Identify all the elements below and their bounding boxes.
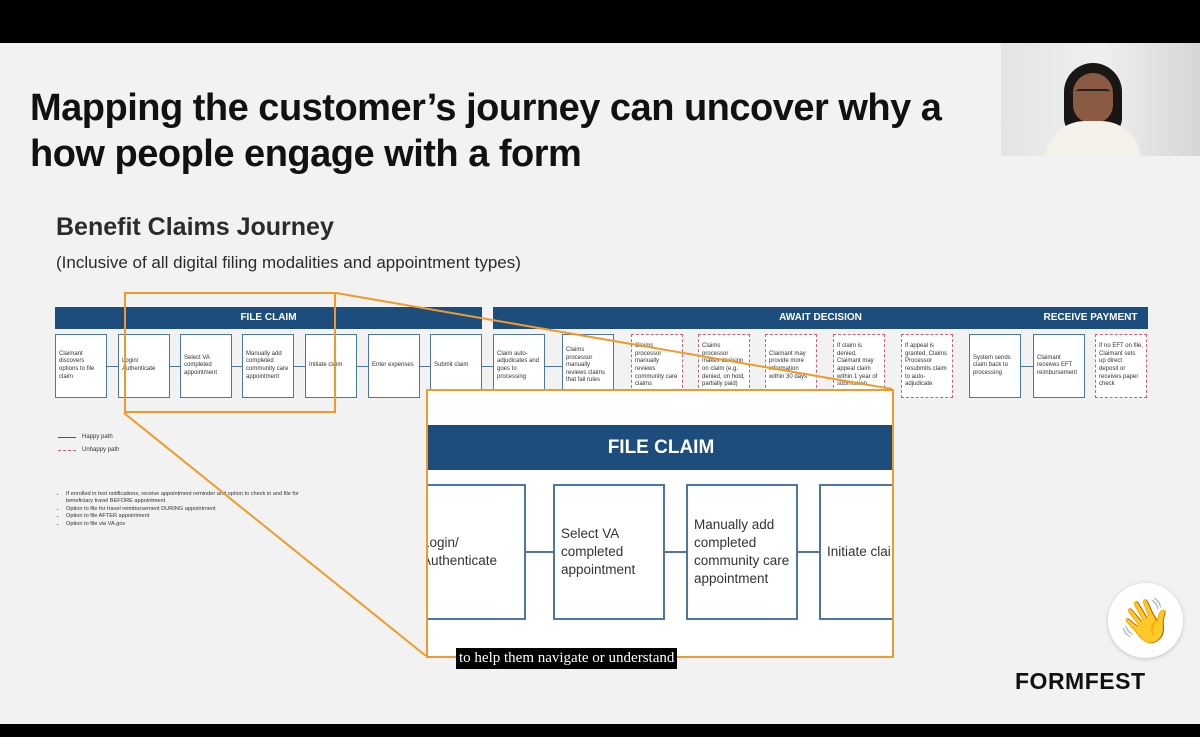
zoom-source-highlight [124, 292, 336, 413]
connector [420, 366, 430, 367]
connector [232, 366, 242, 367]
note-item: Option to file via VA.gov [66, 521, 306, 528]
unhappy-path-line [58, 449, 76, 451]
headline-line-1: Mapping the customer’s journey can uncov… [30, 87, 942, 129]
step-manual-add: Manually add completed community care ap… [242, 334, 294, 398]
step-select-va: Select VA completed appointment [180, 334, 232, 398]
happy-path-line [58, 436, 76, 438]
step-eft: Claimant receives EFT reimbursement [1033, 334, 1085, 398]
journey-subtitle: (Inclusive of all digital filing modalit… [56, 253, 521, 272]
phase-receive-payment: RECEIVE PAYMENT [1033, 307, 1148, 329]
headline-line-2: how people engage with a form [30, 133, 582, 175]
waving-hand-icon[interactable]: 👋 [1108, 583, 1183, 658]
connector [482, 366, 493, 367]
journey-notes: If enrolled in text notifications, recei… [58, 491, 306, 528]
legend-happy-path: Happy path [58, 434, 113, 440]
connector [545, 366, 562, 367]
zoom-connector [526, 551, 553, 553]
step-expenses: Enter expenses [368, 334, 420, 398]
zoom-header: FILE CLAIM [428, 425, 892, 470]
note-item: If enrolled in text notifications, recei… [66, 491, 306, 506]
note-item: Option to file for travel reimbursement … [66, 506, 306, 513]
zoom-step-manual-add: Manually add completed community care ap… [686, 484, 798, 620]
zoom-connector [798, 551, 819, 553]
zoom-step-initiate: Initiate clai [819, 484, 892, 620]
journey-title: Benefit Claims Journey [56, 213, 334, 241]
connector [1021, 366, 1033, 367]
wave-glyph: 👋 [1118, 596, 1173, 646]
legend-unhappy-path: Unhappy path [58, 447, 119, 453]
step-back-to-processing: System sends claim back to processing [969, 334, 1021, 398]
step-direct-deposit: If no EFT on file, Claimant sets up dire… [1095, 334, 1147, 398]
slide-headline: Mapping the customer’s journey can uncov… [30, 85, 942, 177]
zoom-panel: FILE CLAIM Login/ Authenticate Select VA… [426, 389, 894, 658]
connector [170, 366, 180, 367]
connector [107, 366, 118, 367]
presentation-slide: Mapping the customer’s journey can uncov… [0, 43, 1200, 724]
speaker-webcam [1001, 43, 1200, 156]
legend-happy-label: Happy path [82, 434, 113, 440]
step-login: Login/ Authenticate [118, 334, 170, 398]
live-caption: to help them navigate or understand [456, 648, 678, 669]
zoom-connector [665, 551, 686, 553]
zoom-step-login: Login/ Authenticate [428, 484, 526, 620]
formfest-logo: FORMFEST [1015, 668, 1146, 694]
zoom-step-select-va: Select VA completed appointment [553, 484, 665, 620]
step-discover: Claimant discovers options to file claim [55, 334, 107, 398]
note-item: Option to file AFTER appointment [66, 513, 306, 520]
step-appeal-granted: If appeal is granted, Claims Processor r… [901, 334, 953, 398]
connector [357, 366, 368, 367]
legend-unhappy-label: Unhappy path [82, 447, 120, 453]
connector [294, 366, 305, 367]
